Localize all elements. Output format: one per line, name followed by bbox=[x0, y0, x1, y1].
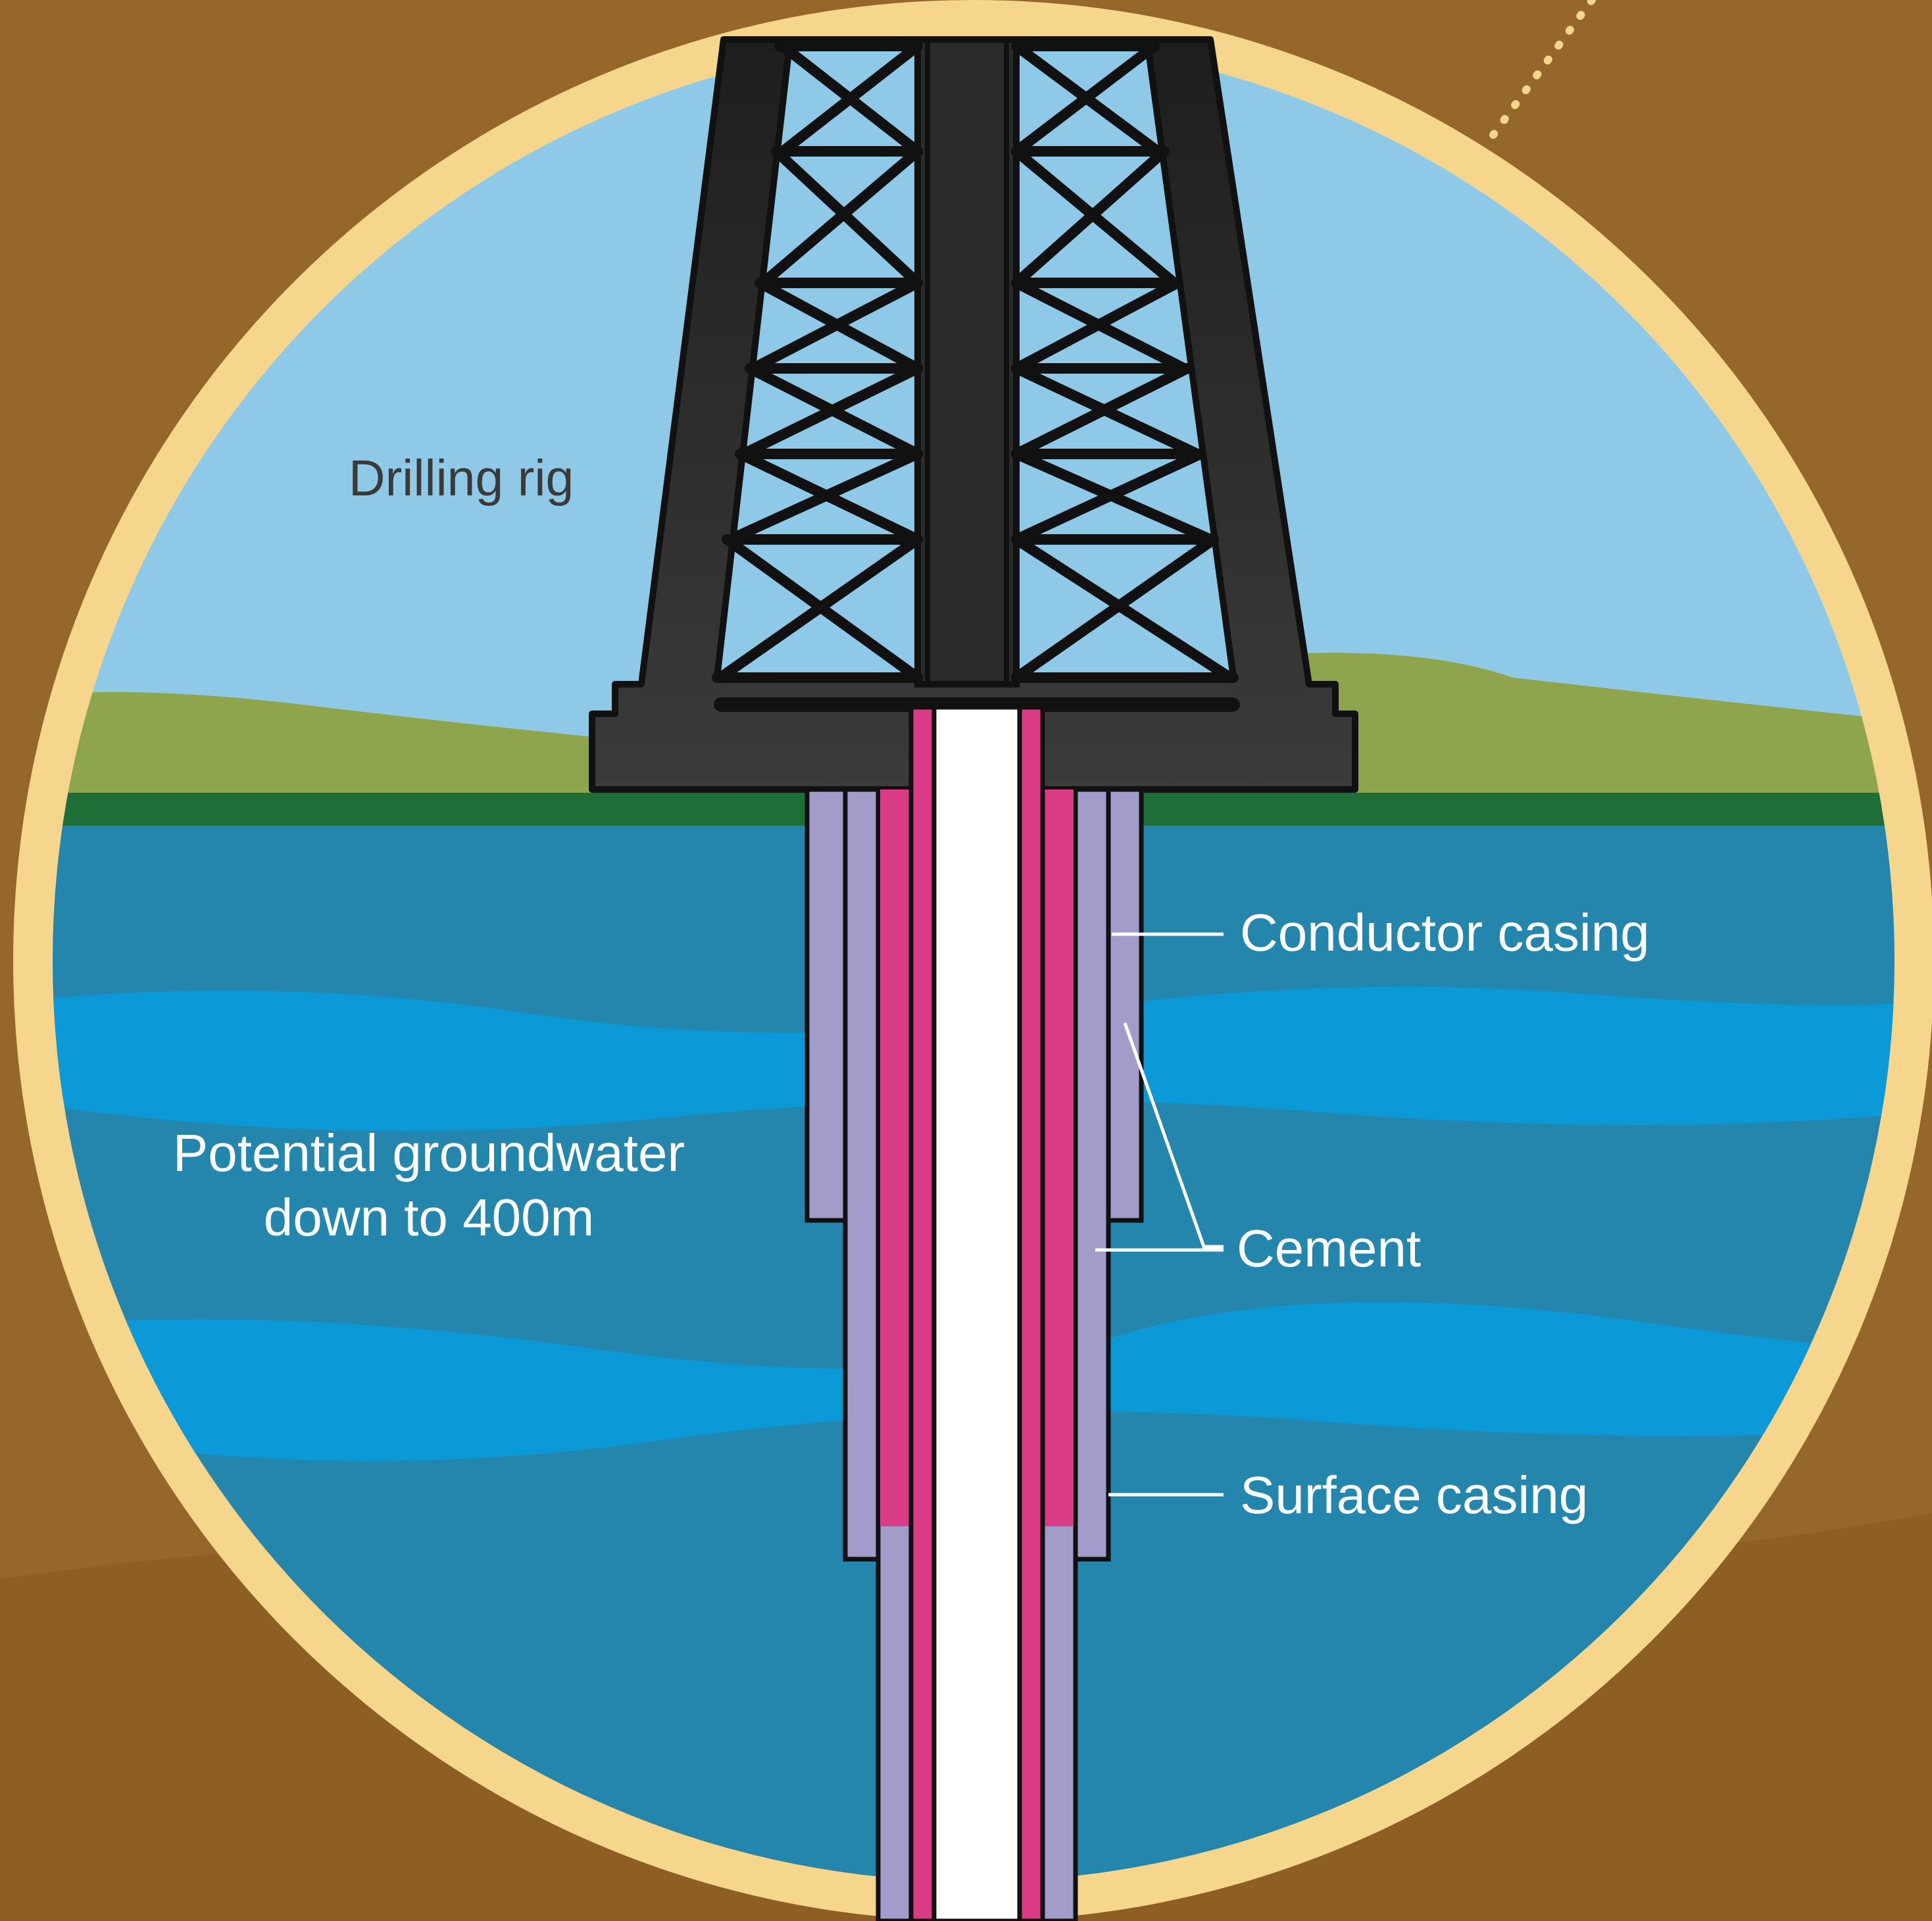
drilling-rig-label: Drilling rig bbox=[349, 450, 574, 507]
surface-casing-left bbox=[843, 787, 881, 1562]
drilling-rig bbox=[589, 36, 1358, 793]
surface-casing-right bbox=[1073, 787, 1111, 1562]
groundwater-label-line1: Potential groundwater bbox=[173, 1124, 685, 1182]
rig-right-truss bbox=[1011, 41, 1239, 683]
cement-left-upper bbox=[880, 789, 909, 1526]
rig-center-column bbox=[914, 36, 1020, 687]
well-casing-assembly bbox=[805, 705, 1144, 1921]
conductor-casing-label: Conductor casing bbox=[1240, 903, 1650, 962]
groundwater-label-line2: down to 400m bbox=[264, 1188, 595, 1247]
cement-leader bbox=[1123, 1022, 1224, 1249]
conductor-casing-left bbox=[805, 787, 849, 1223]
wellbore bbox=[931, 705, 1022, 1921]
cement-right-upper bbox=[1045, 789, 1074, 1526]
rig-deck bbox=[714, 697, 1240, 712]
cement-right-inner bbox=[1017, 705, 1045, 1921]
surface-casing-label: Surface casing bbox=[1240, 1466, 1588, 1524]
cement-left-inner bbox=[908, 705, 937, 1921]
rig-left-truss bbox=[712, 41, 923, 683]
cement-label: Cement bbox=[1237, 1219, 1421, 1278]
callout-lines bbox=[1095, 932, 1224, 1497]
